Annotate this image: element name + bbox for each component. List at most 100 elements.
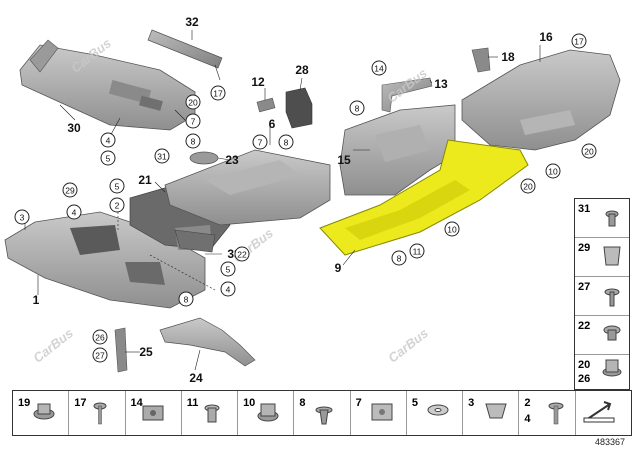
legend-number: 26: [578, 373, 591, 385]
legend-number: 11: [186, 397, 199, 409]
legend-number: 22: [578, 320, 591, 332]
legend-cell: 19: [13, 391, 70, 435]
label-23: 23: [225, 153, 239, 167]
nut-flange-icon: [33, 403, 55, 420]
speed-nut-icon: [485, 403, 507, 419]
legend-number: 20: [578, 359, 591, 371]
part-9-highlighted: [319, 139, 529, 256]
callout-8e: 8: [391, 250, 407, 266]
legend-number: 2: [524, 397, 531, 409]
callout-17b: 17: [571, 33, 587, 49]
label-16: 16: [539, 30, 553, 44]
legend-cell: 11: [182, 391, 239, 435]
legend-cell: 14: [126, 391, 182, 435]
legend-number: 31: [578, 203, 591, 215]
part-28-block: [285, 87, 313, 129]
callout-4b: 4: [220, 281, 236, 297]
callout-31: 31: [154, 148, 170, 164]
callout-7b: 7: [252, 134, 268, 150]
legend-cell: 7: [351, 391, 407, 435]
legend-number: 17: [74, 397, 87, 409]
label-6: 6: [268, 117, 276, 131]
callout-5b: 5: [220, 261, 236, 277]
screw-icon: [93, 402, 107, 425]
label-28: 28: [295, 63, 309, 77]
label-15: 15: [337, 153, 351, 167]
legend-number: 3: [468, 397, 475, 409]
part-24-bracket: [159, 317, 256, 367]
legend-number: 29: [578, 242, 591, 254]
part-25-strut: [114, 327, 128, 373]
part-30-panel: [19, 39, 196, 131]
legend-cell: 8: [294, 391, 351, 435]
expanding-rivet-icon: [315, 406, 333, 425]
legend-right-icons: [602, 210, 622, 377]
label-21: 21: [138, 173, 152, 187]
label-18: 18: [501, 50, 515, 64]
callout-8d: 8: [349, 100, 365, 116]
callout-4: 4: [66, 204, 82, 220]
clip-nut-icon: [142, 405, 164, 421]
arrow-icon: [583, 401, 615, 423]
nut-icon: [602, 359, 622, 377]
grommet-icon: [603, 325, 621, 341]
callout-8: 8: [178, 291, 194, 307]
callout-7: 7: [185, 113, 201, 129]
screw-head-icon: [604, 288, 620, 307]
callout-11: 11: [409, 243, 425, 259]
callout-8c: 8: [278, 134, 294, 150]
spring-nut-icon: [371, 403, 393, 421]
washer-icon: [427, 404, 449, 416]
part-23-grommet: [189, 151, 219, 165]
part-18-bracket: [471, 47, 491, 73]
callout-4c: 4: [100, 132, 116, 148]
part-13-bracket: [381, 77, 433, 113]
callout-2: 2: [109, 197, 125, 213]
legend-number: 10: [243, 397, 256, 409]
label-1: 1: [32, 293, 40, 307]
legend-number: 27: [578, 281, 591, 293]
label-13: 13: [434, 77, 448, 91]
legend-number: 19: [18, 397, 31, 409]
label-30: 30: [67, 121, 81, 135]
callout-5c: 5: [100, 150, 116, 166]
legend-cell: 31: [575, 199, 629, 238]
legend-cell: 10: [238, 391, 295, 435]
callout-26: 26: [92, 329, 108, 345]
part-15-tunnel: [339, 104, 456, 196]
legend-cell: 5: [407, 391, 464, 435]
legend-number: 8: [299, 397, 306, 409]
part-6-panel: [164, 149, 331, 226]
callout-3: 3: [14, 209, 30, 225]
callout-29: 29: [62, 182, 78, 198]
legend-number: 4: [524, 413, 531, 425]
label-9: 9: [334, 261, 342, 275]
callout-20c: 20: [520, 178, 536, 194]
legend-number: 7: [355, 397, 362, 409]
hex-nut-icon: [257, 403, 279, 422]
legend-number: 14: [130, 397, 143, 409]
legend-cell: 22: [575, 316, 629, 355]
callout-27: 27: [92, 347, 108, 363]
clip-icon: [603, 246, 621, 266]
part-16-panel: [461, 49, 621, 151]
legend-bottom-icons: [33, 401, 615, 425]
part-32-bar: [147, 29, 223, 69]
callout-17: 17: [210, 85, 226, 101]
callout-10b: 10: [545, 163, 561, 179]
callout-10: 10: [444, 221, 460, 237]
legend-cell: 29: [575, 238, 629, 277]
diagram-id: 483367: [595, 437, 626, 447]
bolt-icon: [548, 402, 564, 425]
label-32: 32: [185, 15, 199, 29]
part-33-panel: [174, 229, 216, 253]
label-24: 24: [189, 371, 203, 385]
legend-cell: 27: [575, 277, 629, 316]
callout-20: 20: [185, 94, 201, 110]
